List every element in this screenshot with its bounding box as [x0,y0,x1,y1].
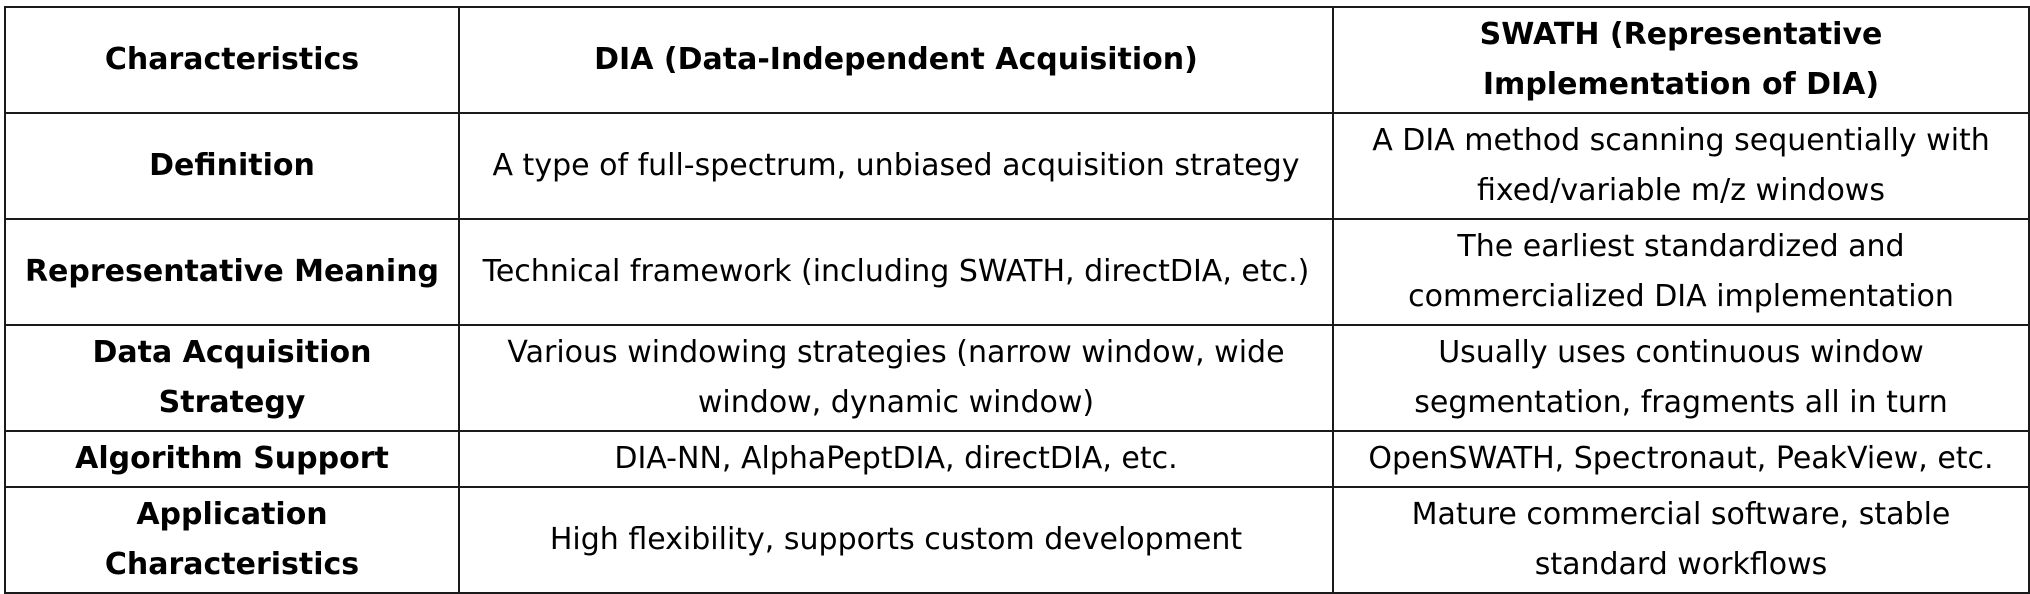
table-row: Definition A type of full-spectrum, unbi… [4,112,2030,220]
row-label-representative-meaning: Representative Meaning [4,218,460,326]
comparison-table: Characteristics DIA (Data-Independent Ac… [4,6,2030,594]
cell-swath-data-acquisition-strategy: Usually uses continuous window segmentat… [1332,324,2030,432]
cell-dia-representative-meaning: Technical framework (including SWATH, di… [458,218,1334,326]
header-dia: DIA (Data-Independent Acquisition) [458,6,1334,114]
row-label-definition: Definition [4,112,460,220]
cell-swath-representative-meaning: The earliest standardized and commercial… [1332,218,2030,326]
table-row: Application Characteristics High flexibi… [4,486,2030,594]
cell-dia-data-acquisition-strategy: Various windowing strategies (narrow win… [458,324,1334,432]
cell-dia-application-characteristics: High flexibility, supports custom develo… [458,486,1334,594]
table-row: Representative Meaning Technical framewo… [4,218,2030,326]
cell-swath-application-characteristics: Mature commercial software, stable stand… [1332,486,2030,594]
cell-swath-definition: A DIA method scanning sequentially with … [1332,112,2030,220]
table-row: Algorithm Support DIA-NN, AlphaPeptDIA, … [4,430,2030,488]
row-label-data-acquisition-strategy: Data Acquisition Strategy [4,324,460,432]
row-label-application-characteristics: Application Characteristics [4,486,460,594]
cell-dia-definition: A type of full-spectrum, unbiased acquis… [458,112,1334,220]
header-swath: SWATH (Representative Implementation of … [1332,6,2030,114]
header-characteristics: Characteristics [4,6,460,114]
header-row: Characteristics DIA (Data-Independent Ac… [4,6,2030,114]
table-row: Data Acquisition Strategy Various window… [4,324,2030,432]
cell-swath-algorithm-support: OpenSWATH, Spectronaut, PeakView, etc. [1332,430,2030,488]
row-label-algorithm-support: Algorithm Support [4,430,460,488]
cell-dia-algorithm-support: DIA-NN, AlphaPeptDIA, directDIA, etc. [458,430,1334,488]
